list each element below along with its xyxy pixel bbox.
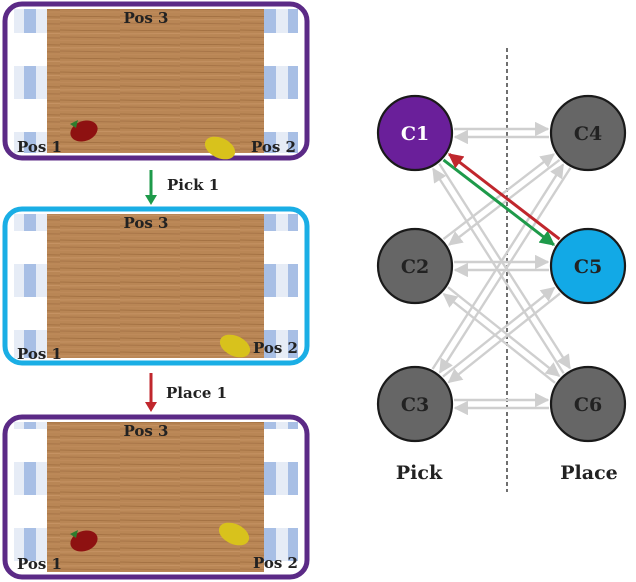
place-column-label: Place: [560, 462, 617, 484]
pick-1-label: Pick 1: [167, 176, 219, 194]
edge-c2-c6: [447, 286, 561, 377]
node-c2: [376, 227, 454, 305]
scene-panel-3: Pos 3 Pos 1 Pos 2: [2, 414, 310, 580]
pos-2-label: Pos 2: [253, 554, 298, 572]
pos-2-label: Pos 2: [251, 138, 296, 156]
place-transition: Place 1: [145, 373, 227, 412]
place-1-label: Place 1: [166, 384, 227, 402]
edge-c1-c6: [438, 163, 571, 370]
pos-2-label: Pos 2: [253, 339, 298, 357]
edge-c3-c5: [442, 286, 556, 378]
pos-3-label: Pos 3: [124, 214, 169, 232]
strawberry-icon: [70, 120, 98, 142]
node-c3: [376, 365, 454, 443]
node-c4-label: C4: [574, 123, 602, 145]
node-c6-label: C6: [574, 394, 602, 416]
pick-arrowhead: [145, 195, 157, 205]
pick-transition: Pick 1: [145, 170, 219, 205]
scene-panel-1: Pos 3 Pos 1 Pos 2: [2, 1, 310, 161]
edge-c4-c3: [438, 167, 572, 374]
edge-c5-c3: [447, 292, 561, 384]
lemon-icon: [219, 334, 251, 358]
pos-3-label: Pos 3: [124, 9, 169, 27]
lemon-icon: [218, 522, 250, 546]
edge-c3-c4: [431, 163, 565, 370]
place-arrowhead: [145, 402, 157, 412]
lemon-icon: [204, 136, 236, 160]
highlight-edge-c1-c5: [442, 158, 556, 246]
node-c2-label: C2: [401, 256, 429, 278]
pos-1-label: Pos 1: [17, 555, 62, 573]
highlight-edge-c5-c1: [447, 153, 561, 241]
node-c6: [549, 365, 627, 443]
node-c3-label: C3: [401, 394, 429, 416]
strawberry-icon: [70, 530, 98, 552]
edge-c4-c2: [448, 158, 561, 246]
node-c4: [549, 94, 627, 172]
pos-3-label: Pos 3: [124, 422, 169, 440]
pick-column-label: Pick: [396, 462, 443, 484]
node-c1: [376, 94, 454, 172]
pos-1-label: Pos 1: [17, 138, 62, 156]
node-c1-label: C1: [401, 123, 429, 145]
node-c5-label: C5: [574, 256, 602, 278]
graph-edges: [431, 121, 572, 416]
pos-1-label: Pos 1: [17, 345, 62, 363]
node-c5: [549, 227, 627, 305]
edge-c6-c2: [442, 293, 556, 384]
edge-c2-c4: [442, 153, 555, 241]
highlight-edges: [442, 153, 561, 246]
panel-2-table: [47, 214, 264, 358]
scene-panel-2: Pos 3 Pos 1 Pos 2: [2, 206, 310, 366]
